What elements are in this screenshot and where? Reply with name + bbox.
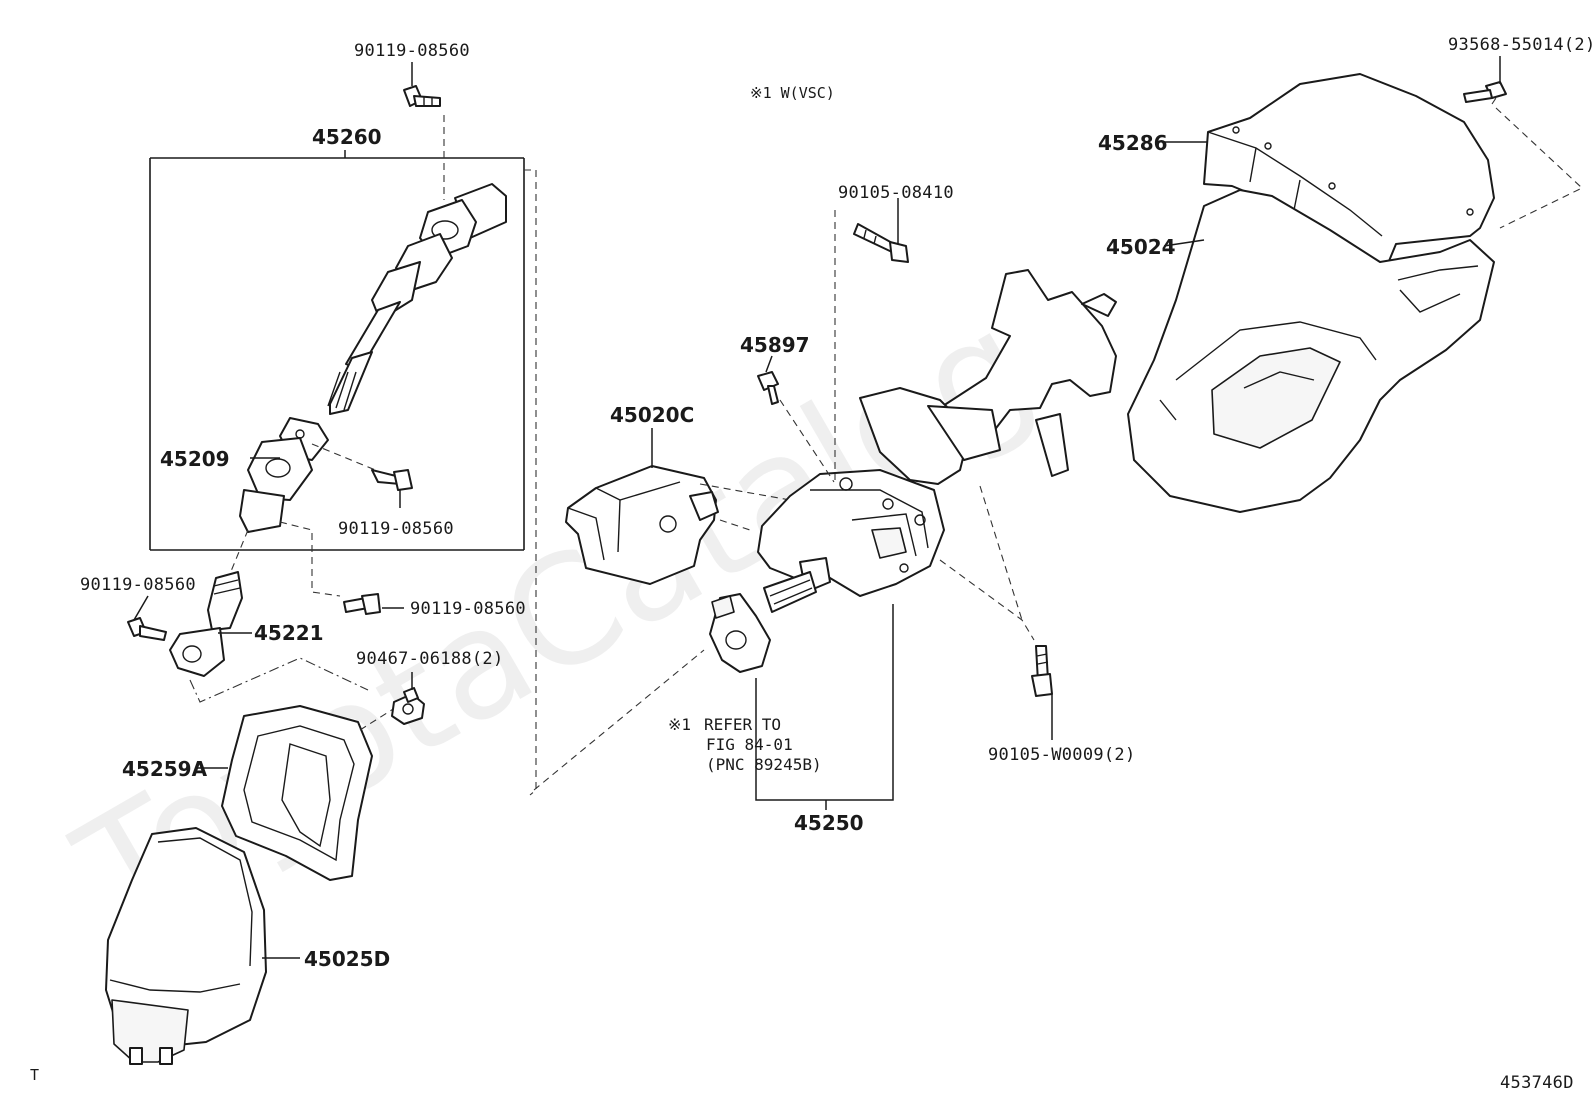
label-top-bolt: 90119-08560 (354, 41, 470, 61)
figure-code: 453746D (1500, 1073, 1574, 1093)
bolt-icon (371, 469, 413, 491)
label-column-bolt: 90105-08410 (838, 183, 954, 203)
label-45259a: 45259A (122, 757, 208, 781)
screw-45897-line (779, 399, 835, 483)
screw-icon (757, 371, 779, 405)
steering-angle-sensor (709, 593, 771, 673)
lower-column-cover (1127, 189, 1495, 513)
leader-45897 (765, 355, 773, 373)
label-45250: 45250 (794, 811, 864, 835)
leader-45024 (1163, 239, 1205, 247)
label-lower-bolt: 90105-W0009(2) (988, 745, 1136, 765)
column-hole-boot (105, 827, 267, 1065)
sliding-shaft (169, 571, 243, 677)
bolt-icon (127, 617, 167, 641)
bolt-icon (1031, 645, 1053, 697)
dust-seal-plate (221, 705, 373, 881)
refer-note-line3: (PNC 89245B) (706, 755, 822, 774)
refer-note-line1: REFER TO (704, 715, 781, 734)
bolt-icon (853, 223, 909, 263)
refer-note-mark: ※1 (668, 715, 691, 734)
yoke-bolt-line (311, 443, 391, 477)
sensor-phantom-line (533, 649, 705, 791)
steering-column (757, 269, 1117, 613)
bolt-icon (343, 593, 381, 615)
refer-note-line2: FIG 84-01 (706, 735, 793, 754)
shaft-assembly-box (149, 150, 525, 551)
label-45025d: 45025D (304, 947, 390, 971)
yoke-lower-line (279, 521, 341, 597)
lower-bolt-line-2 (979, 485, 1023, 621)
condition-note: ※1 W(VSC) (750, 84, 835, 102)
intermediate-shaft (327, 183, 507, 415)
module-attach-line-2 (719, 519, 751, 531)
column-group-bracket (755, 604, 894, 801)
label-45209: 45209 (160, 447, 230, 471)
shaft-box-phantom-line (524, 169, 537, 796)
corner-mark: T (30, 1066, 39, 1084)
label-45897: 45897 (740, 333, 810, 357)
label-45260: 45260 (312, 125, 382, 149)
label-45020c: 45020C (610, 403, 694, 427)
lower-universal-joint (239, 417, 329, 533)
label-45221: 45221 (254, 621, 324, 645)
label-clip: 90467-06188(2) (356, 649, 504, 669)
screw-icon (1463, 81, 1507, 103)
clip-line (359, 705, 399, 731)
label-cover-screw: 93568-55014(2) (1448, 35, 1592, 55)
label-45024: 45024 (1106, 235, 1176, 259)
steering-lock-module (565, 465, 719, 585)
clip-icon (391, 687, 425, 725)
lower-bolt-line (939, 559, 1035, 641)
leader-left-bolt (133, 595, 149, 621)
label-mid-bolt: 90119-08560 (410, 599, 526, 619)
module-attach-line (699, 483, 791, 501)
label-left-bolt: 90119-08560 (80, 575, 196, 595)
label-inner-bolt: 90119-08560 (338, 519, 454, 539)
cover-screw-line (1495, 107, 1583, 229)
bolt-icon (403, 85, 441, 107)
label-45286: 45286 (1098, 131, 1168, 155)
